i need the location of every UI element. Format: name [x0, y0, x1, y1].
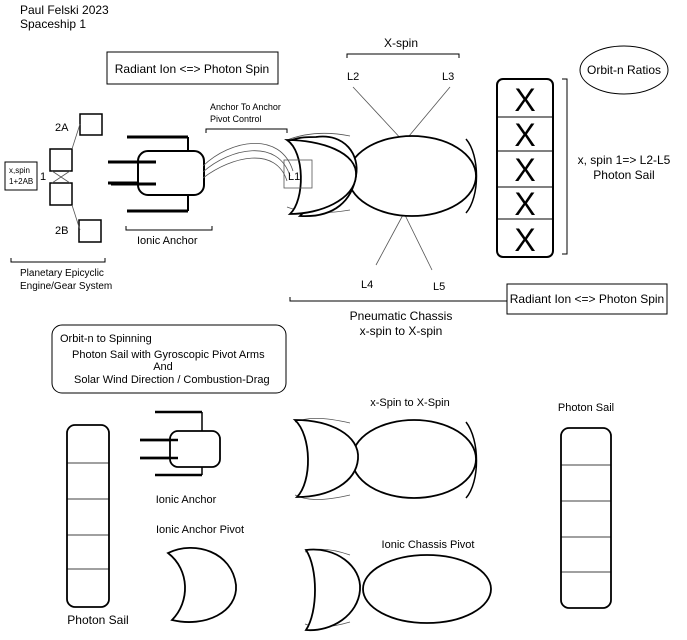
label-l2: L2: [347, 71, 359, 83]
anchor-pivot-bracket: [205, 128, 288, 133]
radiant-box-top-label: Radiant Ion <=> Photon Spin: [115, 62, 269, 76]
label-l3: L3: [442, 71, 454, 83]
photon-sail-left-label: Photon Sail: [67, 613, 128, 627]
xspin-box-line1: x,spin: [9, 166, 30, 175]
orbit-spinning-line4: Solar Wind Direction / Combustion-Drag: [74, 374, 270, 386]
xspin-to-xspin-label: x-Spin to X-Spin: [370, 397, 449, 409]
sail-note-2: Photon Sail: [593, 168, 654, 182]
label-2a: 2A: [55, 122, 69, 134]
xspin-box-line2: 1+2AB: [9, 177, 33, 186]
ionic-anchor-top: Ionic Anchor: [108, 135, 213, 247]
orbit-spinning-line3: And: [153, 361, 173, 373]
photon-sail-right-label: Photon Sail: [558, 402, 614, 414]
chassis-label-1: Pneumatic Chassis: [350, 309, 453, 323]
label-2b: 2B: [55, 225, 68, 237]
ionic-anchor-bottom: Ionic Anchor: [140, 410, 221, 506]
author-label: Paul Felski 2023: [20, 3, 109, 17]
ionic-anchor-top-label: Ionic Anchor: [137, 235, 198, 247]
anchor-pivot-label-2: Pivot Control: [210, 114, 262, 124]
orbit-spinning-line1: Orbit-n to Spinning: [60, 333, 152, 345]
ionic-chassis-pivot-label: Ionic Chassis Pivot: [382, 539, 475, 551]
orbit-ratios-ellipse: Orbit-n Ratios: [579, 45, 669, 95]
orbit-spinning-box: Orbit-n to Spinning Photon Sail with Gyr…: [51, 324, 287, 394]
anchor-pivot-label-1: Anchor To Anchor: [210, 102, 281, 112]
chassis-bottom-xspin: x-Spin to X-Spin: [292, 397, 500, 500]
chassis-label-2: x-spin to X-spin: [360, 324, 443, 338]
radiant-box-bottom: Radiant Ion <=> Photon Spin: [506, 283, 668, 315]
ionic-anchor-pivot-label: Ionic Anchor Pivot: [156, 524, 244, 536]
label-l1: L1: [288, 171, 300, 183]
xspin-box: [4, 161, 38, 191]
ionic-anchor-bottom-label: Ionic Anchor: [156, 494, 217, 506]
photon-sail-top: X X X X X x, spin 1=> L2-L5 Photon Sail: [496, 78, 671, 258]
radiant-box-bottom-label: Radiant Ion <=> Photon Spin: [510, 292, 664, 306]
sail-mark-2: X: [514, 117, 535, 153]
gear-2b: [78, 219, 102, 243]
sail-mark-1: X: [514, 82, 535, 118]
label-l5: L5: [433, 281, 445, 293]
xspin-assembly: X-spin L2 L3 L4 L5: [346, 36, 460, 293]
orbit-spinning-line2: Photon Sail with Gyroscopic Pivot Arms: [72, 349, 265, 361]
title-label: Spaceship 1: [20, 17, 86, 31]
sail-mark-3: X: [514, 152, 535, 188]
gear-2a: [79, 113, 103, 136]
xspin-label: X-spin: [384, 36, 418, 50]
planetary-label-2: Engine/Gear System: [20, 281, 112, 292]
sail-mark-4: X: [514, 186, 535, 222]
gear-1-top: [49, 148, 73, 172]
orbit-ratios-label: Orbit-n Ratios: [587, 63, 661, 77]
photon-sail-bottom-right: Photon Sail: [558, 402, 614, 609]
ionic-chassis-pivot: Ionic Chassis Pivot: [304, 539, 492, 631]
sail-note-1: x, spin 1=> L2-L5: [578, 153, 671, 167]
photon-sail-bottom-left: Photon Sail: [66, 424, 129, 627]
pneumatic-chassis-top: L1 Pneumatic Chassis x-spin to X-spin: [283, 132, 516, 338]
label-l4: L4: [361, 279, 373, 291]
radiant-box-top: Radiant Ion <=> Photon Spin: [106, 51, 279, 85]
planetary-label-1: Planetary Epicyclic: [20, 268, 104, 279]
sail-mark-5: X: [514, 222, 535, 258]
label-1: 1: [40, 171, 46, 183]
gear-1-bottom: [49, 182, 73, 206]
ionic-anchor-pivot: Ionic Anchor Pivot: [156, 524, 244, 623]
planetary-gear-system: 2A 2B 1 x,spin 1+2AB Planetary Epicyclic…: [4, 113, 112, 292]
